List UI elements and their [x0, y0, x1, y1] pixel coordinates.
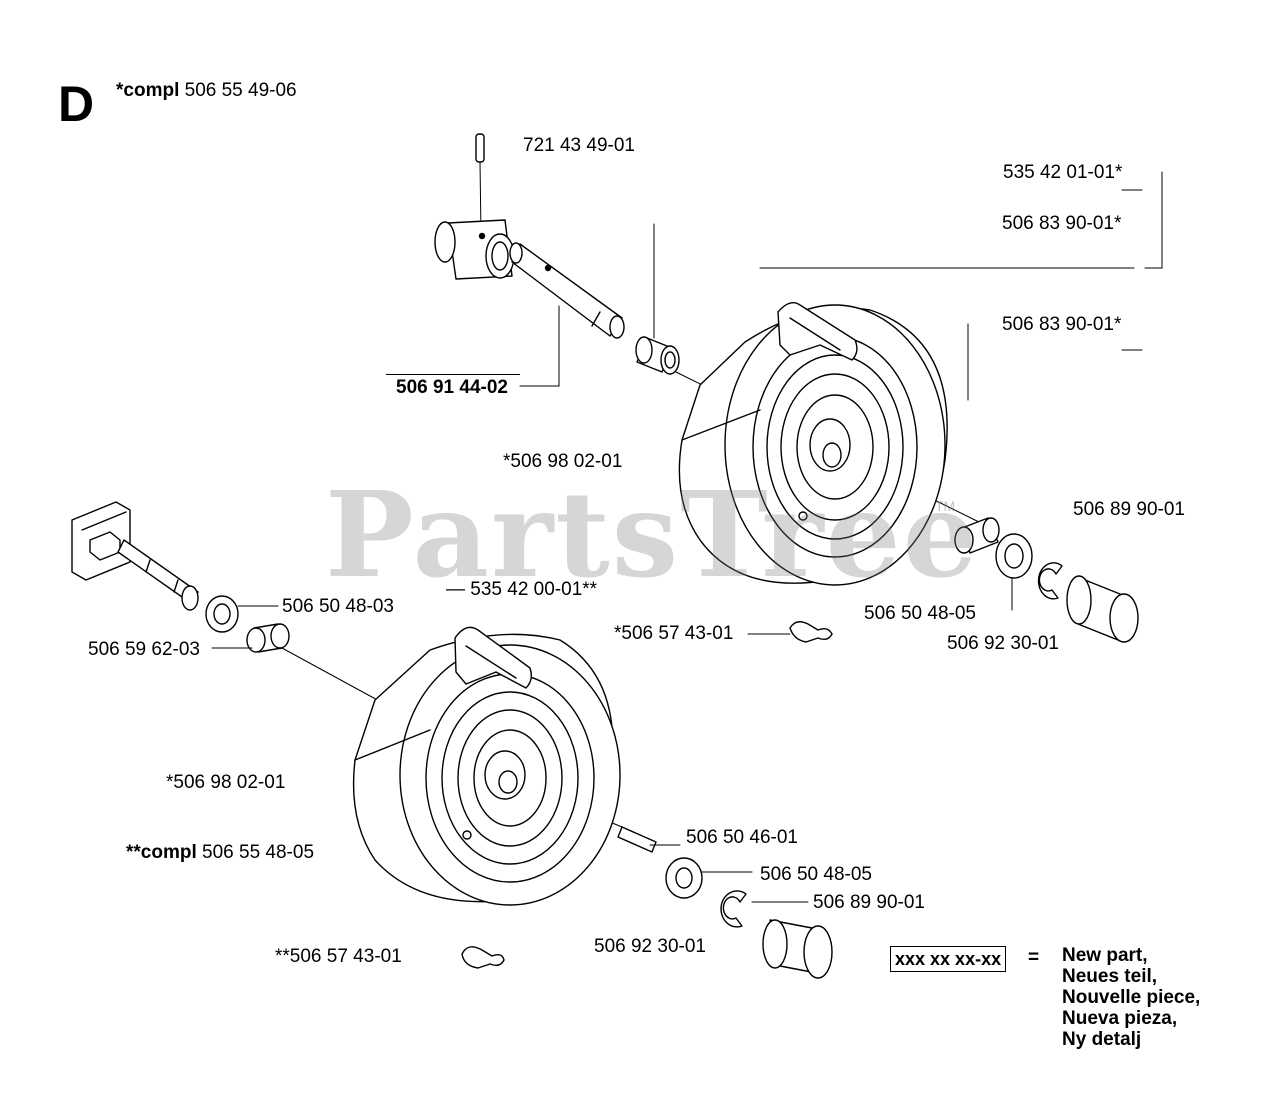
part-label[interactable]: *506 98 02-01 [166, 772, 286, 793]
upper-hub-cap-part [1066, 575, 1139, 643]
upper-washer-part [995, 533, 1033, 611]
part-label[interactable]: 506 83 90-01* [1002, 314, 1122, 335]
part-label[interactable]: 506 92 30-01 [594, 936, 706, 957]
part-label[interactable]: 506 91 44-02 [396, 377, 508, 398]
lower-assembly-number: 506 55 48-05 [202, 842, 315, 863]
part-label[interactable]: 506 83 90-01* [1002, 213, 1122, 234]
upper-assembly-marker: *compl [116, 80, 180, 101]
upper-assembly-label: *compl 506 55 49-06 [116, 80, 297, 102]
part-label[interactable]: 506 50 48-05 [760, 864, 872, 885]
watermark-text: PartsTree [325, 465, 980, 604]
lower-bushing-part [211, 623, 290, 653]
section-letter: D [58, 76, 95, 132]
axle-sleeve-part [434, 219, 515, 280]
legend-translation: Nueva pieza, [1062, 1008, 1178, 1029]
roll-pin-part [475, 133, 485, 235]
legend-translations: New part, Neues teil, Nouvelle piece, Nu… [1062, 945, 1200, 1050]
upper-wheel-part [678, 302, 948, 586]
part-label[interactable]: 535 42 01-01* [1003, 162, 1123, 183]
part-label[interactable]: 506 89 90-01 [1073, 499, 1185, 520]
legend-translation: Nouvelle piece, [1062, 987, 1201, 1008]
part-label[interactable]: 506 50 48-03 [282, 596, 394, 617]
lower-retaining-clip-part [720, 890, 809, 928]
upper-hub-bushing-part [954, 517, 1000, 554]
watermark-trademark: TM [935, 498, 956, 514]
legend-sample-part-number: xxx xx xx-xx [890, 946, 1007, 972]
part-label[interactable]: 506 50 46-01 [686, 827, 798, 848]
lower-washer-part [205, 595, 279, 633]
legend-translation: Ny detalj [1062, 1029, 1142, 1050]
upper-retaining-clip-part [1037, 562, 1063, 600]
part-label[interactable]: **506 57 43-01 [275, 946, 402, 967]
legend-equals: = [1028, 947, 1040, 968]
part-label[interactable]: *506 57 43-01 [614, 623, 734, 644]
legend-translation: Neues teil, [1062, 966, 1158, 987]
part-label[interactable]: *506 98 02-01 [503, 451, 623, 472]
part-label[interactable]: 506 50 48-05 [864, 603, 976, 624]
lower-hairpin-clip-part [461, 946, 505, 969]
part-label[interactable]: — 535 42 00-01** [446, 579, 598, 600]
key-part [617, 826, 681, 853]
part-label[interactable]: 721 43 49-01 [523, 135, 635, 156]
lower-assembly-label: **compl 506 55 48-05 [126, 842, 314, 864]
axle-shaft-part [509, 242, 625, 387]
upper-hairpin-clip-part [789, 621, 833, 643]
lower-wheel-part [352, 626, 621, 906]
part-label[interactable]: 506 59 62-03 [88, 639, 200, 660]
lower-hub-washer-part [665, 857, 753, 899]
part-label-text: 535 42 00-01** [470, 579, 598, 600]
upper-assembly-number: 506 55 49-06 [184, 80, 297, 101]
part-label[interactable]: 506 92 30-01 [947, 633, 1059, 654]
legend-translation: New part, [1062, 945, 1148, 966]
part-label[interactable]: 506 89 90-01 [813, 892, 925, 913]
lower-hub-cap-part [762, 919, 833, 979]
spindle-bracket-part [71, 501, 199, 611]
upper-bushing-part [635, 223, 680, 375]
lower-assembly-marker: **compl [126, 842, 197, 863]
new-part-frame [386, 374, 520, 375]
